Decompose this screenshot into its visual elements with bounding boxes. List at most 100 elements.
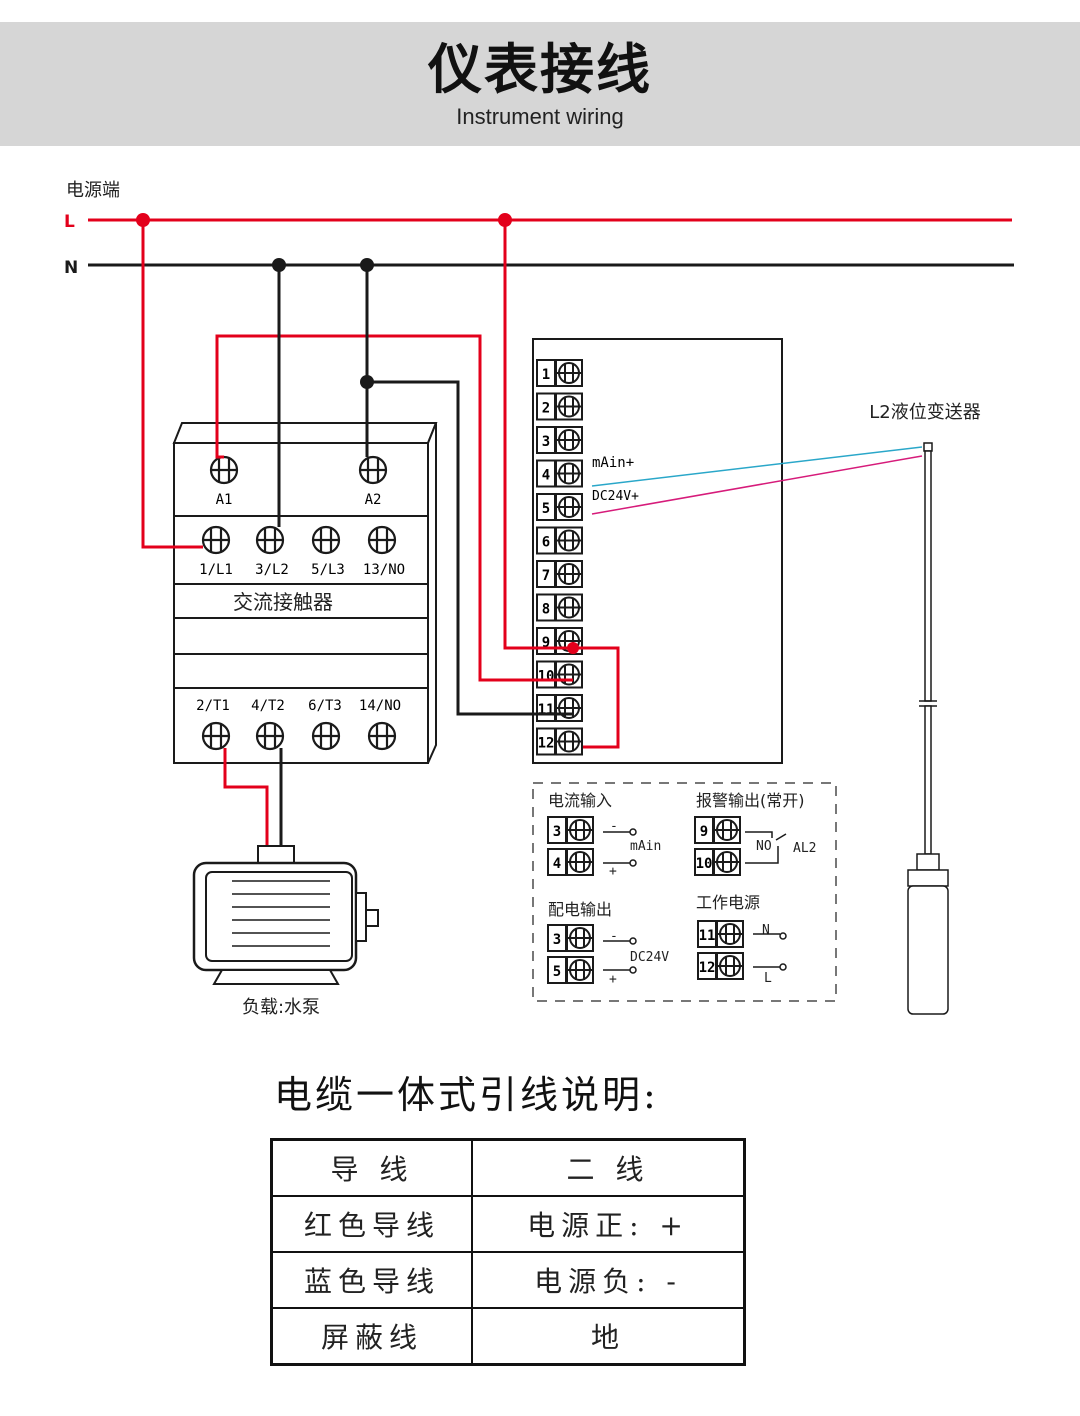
terminal-number: 11 (538, 702, 555, 718)
terminal-number: 5 (553, 964, 561, 980)
terminal-number: 2 (542, 401, 550, 417)
table-cell: 电源正: + (471, 1195, 746, 1253)
screw-icon (566, 924, 594, 952)
screw-icon (566, 816, 594, 844)
legend-terminal-10: 10 (694, 848, 741, 876)
screw-icon (555, 727, 583, 756)
terminal-number: 10 (696, 856, 713, 872)
neutral-wires (277, 265, 573, 848)
cable-lead-table: 导 线 二 线 红色导线 电源正: + 蓝色导线 电源负: - 屏蔽线 地 (270, 1138, 746, 1366)
load-label: 负载:水泵 (242, 997, 320, 1018)
legend-terminal-4: 4 (547, 848, 594, 876)
screw-icon (713, 816, 741, 844)
screw-icon (555, 560, 583, 588)
screw-icon (566, 848, 594, 876)
coil-a2-label: A2 (365, 492, 382, 508)
screw-icon (555, 426, 583, 454)
terminal-label: 5/L3 (311, 562, 345, 578)
legend: 电流输入 报警输出(常开) 配电输出 工作电源 (548, 791, 805, 919)
legend-alarm: AL2 (793, 841, 816, 856)
table-cell: 蓝色导线 (270, 1251, 473, 1309)
table-row: 导 线 二 线 (270, 1138, 746, 1197)
live-wires (141, 220, 620, 848)
meter-terminal-10: 10 (536, 660, 583, 689)
table-cell: 地 (471, 1307, 746, 1366)
meter-terminal-4: 4 (536, 459, 583, 488)
table-cell: 红色导线 (270, 1195, 473, 1253)
t4-signal-label: mAin+ (592, 455, 634, 471)
meter-terminal-7: 7 (536, 560, 583, 588)
meter-terminal-3: 3 (536, 426, 583, 454)
meter-terminal-11: 11 (536, 694, 583, 722)
meter-terminal-12: 12 (536, 727, 583, 756)
screw-icon (555, 392, 583, 421)
n-label: N (64, 258, 78, 278)
screw-icon (555, 359, 583, 387)
page-title: 仪表接线 (428, 38, 652, 101)
terminal-number: 1 (542, 367, 550, 383)
legend-terminal-12: 12 (697, 952, 744, 980)
terminal-number: 8 (542, 602, 550, 618)
meter-terminal-2: 2 (536, 392, 583, 421)
terminal-number: 4 (542, 468, 550, 484)
l-label: L (64, 212, 75, 232)
screw-icon (555, 593, 583, 622)
legend-title: 配电输出 (548, 900, 612, 919)
legend-signal: mAin (630, 839, 661, 854)
table-cell: 二 线 (471, 1138, 746, 1197)
screw-icon (555, 660, 583, 689)
water-pump-motor (192, 845, 379, 985)
legend-no: NO (756, 839, 772, 854)
terminal-number: 9 (700, 824, 708, 840)
terminal-number: 3 (553, 824, 561, 840)
legend-n: N (762, 923, 770, 938)
legend-terminal-9: 9 (694, 816, 741, 844)
t5-signal-label: DC24V+ (592, 489, 639, 504)
terminal-number: 4 (553, 856, 561, 872)
terminal-number: 3 (542, 434, 550, 450)
contactor-name: 交流接触器 (233, 590, 333, 614)
coil-a1-label: A1 (216, 492, 233, 508)
table-row: 红色导线 电源正: + (270, 1195, 746, 1253)
screw-icon (555, 493, 583, 521)
legend-plus: + (609, 972, 617, 987)
terminal-number: 9 (542, 635, 550, 651)
table-row: 蓝色导线 电源负: - (270, 1251, 746, 1309)
legend-signal: DC24V (630, 950, 669, 965)
meter-terminal-5: 5 (536, 493, 583, 521)
meter-terminal-1: 1 (536, 359, 583, 387)
power-label: 电源端 (66, 180, 120, 201)
terminal-number: 6 (542, 535, 550, 551)
t9-junction (567, 642, 579, 654)
terminal-number: 10 (538, 669, 555, 685)
legend-plus: + (609, 864, 617, 879)
terminal-label: 6/T3 (308, 698, 342, 714)
legend-title: 电流输入 (548, 791, 612, 810)
level-transmitter (907, 442, 949, 1015)
legend-l: L (764, 971, 772, 986)
table-cell: 导 线 (270, 1138, 473, 1197)
legend-terminal-3: 3 (547, 816, 594, 844)
terminal-number: 12 (699, 960, 716, 976)
screw-icon (555, 526, 583, 555)
terminal-number: 3 (553, 932, 561, 948)
ac-contactor (172, 422, 438, 764)
meter-terminal-6: 6 (536, 526, 583, 555)
legend-leads (603, 828, 787, 974)
screw-icon (555, 459, 583, 488)
terminal-number: 5 (542, 501, 550, 517)
screw-icon (716, 920, 744, 948)
legend-terminal-5: 5 (547, 956, 594, 984)
magenta-power-wire (591, 455, 923, 515)
header-banner: 仪表接线 Instrument wiring (0, 22, 1080, 146)
legend-title: 工作电源 (696, 893, 760, 912)
terminal-label: 3/L2 (255, 562, 289, 578)
terminal-label: 1/L1 (199, 562, 233, 578)
terminal-number: 7 (542, 568, 550, 584)
terminal-number: 11 (699, 928, 716, 944)
terminal-label: 2/T1 (196, 698, 230, 714)
legend-minus: - (610, 929, 618, 944)
transmitter-label: L2液位变送器 (869, 402, 980, 423)
screw-icon (566, 956, 594, 984)
